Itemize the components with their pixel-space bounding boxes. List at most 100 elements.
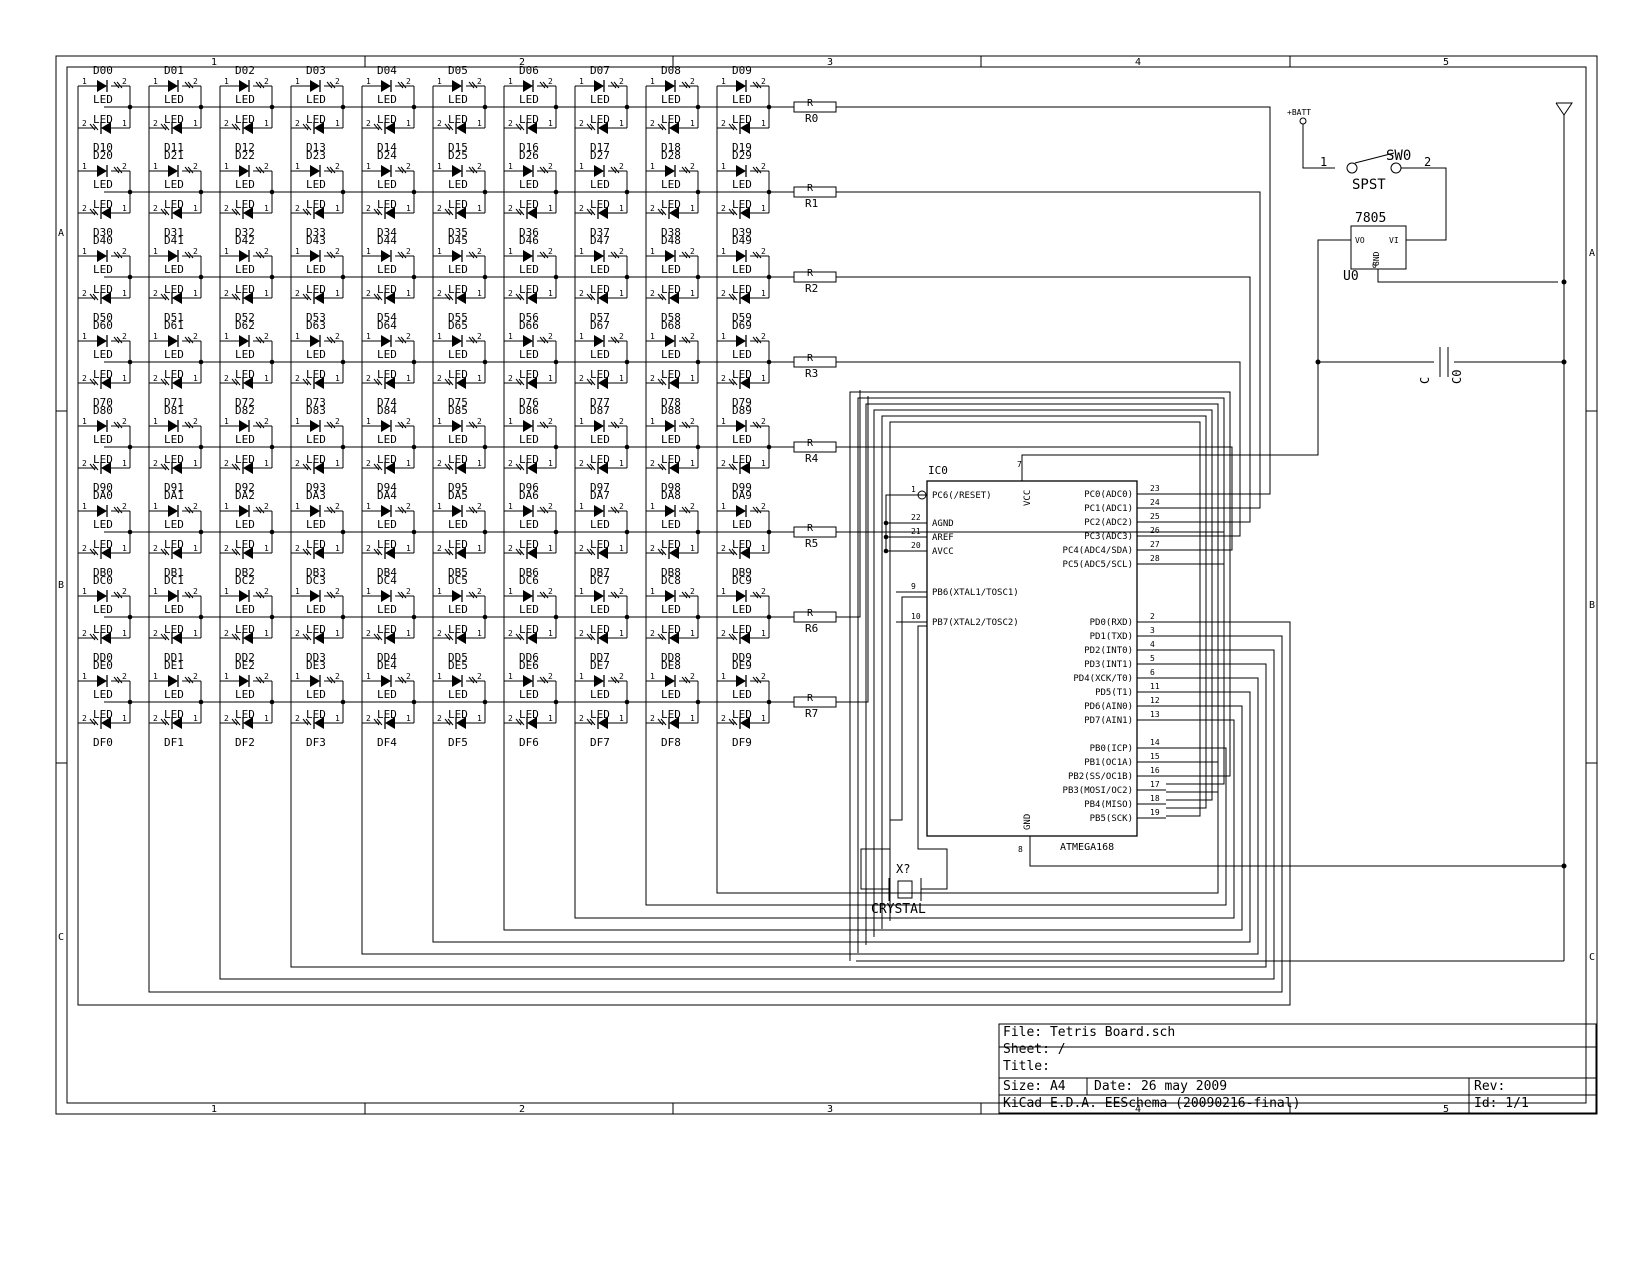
led-ref: D01	[164, 64, 184, 77]
led-ref: D90	[93, 481, 113, 494]
svg-text:12: 12	[1150, 696, 1160, 705]
resistor-r2: RR2	[775, 268, 837, 295]
svg-text:1: 1	[153, 417, 158, 426]
led-value: LED	[448, 93, 468, 106]
led-ref: DB2	[235, 566, 255, 579]
svg-text:17: 17	[1150, 780, 1160, 789]
led-value: LED	[377, 603, 397, 616]
led-value: LED	[661, 538, 681, 551]
led-value: LED	[306, 453, 326, 466]
led-value: LED	[519, 283, 539, 296]
svg-text:1: 1	[153, 587, 158, 596]
led-value: LED	[93, 283, 113, 296]
svg-text:2: 2	[579, 459, 584, 468]
resistor-value: R	[807, 183, 814, 194]
led-value: LED	[93, 538, 113, 551]
svg-text:2: 2	[761, 587, 766, 596]
led-ref: D84	[377, 404, 397, 417]
led-value: LED	[519, 518, 539, 531]
svg-text:2: 2	[366, 374, 371, 383]
led-value: LED	[448, 453, 468, 466]
led-ref: D78	[661, 396, 681, 409]
led-value: LED	[448, 283, 468, 296]
svg-text:2: 2	[690, 162, 695, 171]
title-rev: Rev:	[1474, 1079, 1505, 1094]
svg-text:1: 1	[224, 672, 229, 681]
svg-text:27: 27	[1150, 540, 1160, 549]
led-value: LED	[306, 283, 326, 296]
svg-text:1: 1	[406, 629, 411, 638]
svg-text:1: 1	[335, 204, 340, 213]
svg-text:13: 13	[1150, 710, 1160, 719]
svg-text:2: 2	[406, 502, 411, 511]
svg-text:1: 1	[264, 544, 269, 553]
led-value: LED	[164, 433, 184, 446]
svg-text:2: 2	[650, 374, 655, 383]
led-value: LED	[164, 708, 184, 721]
svg-text:1: 1	[153, 162, 158, 171]
mcu-pin-label: PD2(INT0)	[1084, 646, 1133, 656]
svg-text:1: 1	[437, 502, 442, 511]
regulator-pin-vi: VI	[1389, 236, 1399, 245]
led-value: LED	[448, 433, 468, 446]
led-ref: D67	[590, 319, 610, 332]
led-ref: D62	[235, 319, 255, 332]
svg-text:1: 1	[406, 544, 411, 553]
mcu-pin-label: PC3(ADC3)	[1084, 532, 1133, 542]
svg-text:2: 2	[579, 629, 584, 638]
svg-text:1: 1	[193, 289, 198, 298]
svg-text:2: 2	[82, 119, 87, 128]
ground-symbol	[1555, 102, 1573, 116]
svg-text:2: 2	[193, 502, 198, 511]
svg-text:1: 1	[690, 204, 695, 213]
svg-text:1: 1	[579, 502, 584, 511]
svg-text:2: 2	[366, 289, 371, 298]
svg-text:2: 2	[153, 119, 158, 128]
mcu-pin-label: PD6(AIN0)	[1084, 702, 1133, 712]
svg-text:1: 1	[406, 714, 411, 723]
led-ref: D15	[448, 141, 468, 154]
led-value: LED	[93, 433, 113, 446]
svg-text:2: 2	[295, 714, 300, 723]
svg-text:1: 1	[579, 77, 584, 86]
regulator-pin-gnd: GND	[1372, 251, 1381, 266]
svg-text:1: 1	[153, 502, 158, 511]
led-ref: DD3	[306, 651, 326, 664]
svg-text:1: 1	[650, 502, 655, 511]
mcu-ref: IC0	[928, 464, 948, 477]
led-value: LED	[164, 538, 184, 551]
svg-text:2: 2	[619, 502, 624, 511]
led-ref: DC0	[93, 574, 113, 587]
svg-text:2: 2	[122, 332, 127, 341]
svg-text:2: 2	[437, 119, 442, 128]
led-ref: D98	[661, 481, 681, 494]
svg-text:1: 1	[690, 459, 695, 468]
led-ref: D20	[93, 149, 113, 162]
svg-text:1: 1	[264, 289, 269, 298]
led-ref: D19	[732, 141, 752, 154]
led-ref: D68	[661, 319, 681, 332]
svg-text:1: 1	[690, 289, 695, 298]
svg-text:1: 1	[548, 459, 553, 468]
